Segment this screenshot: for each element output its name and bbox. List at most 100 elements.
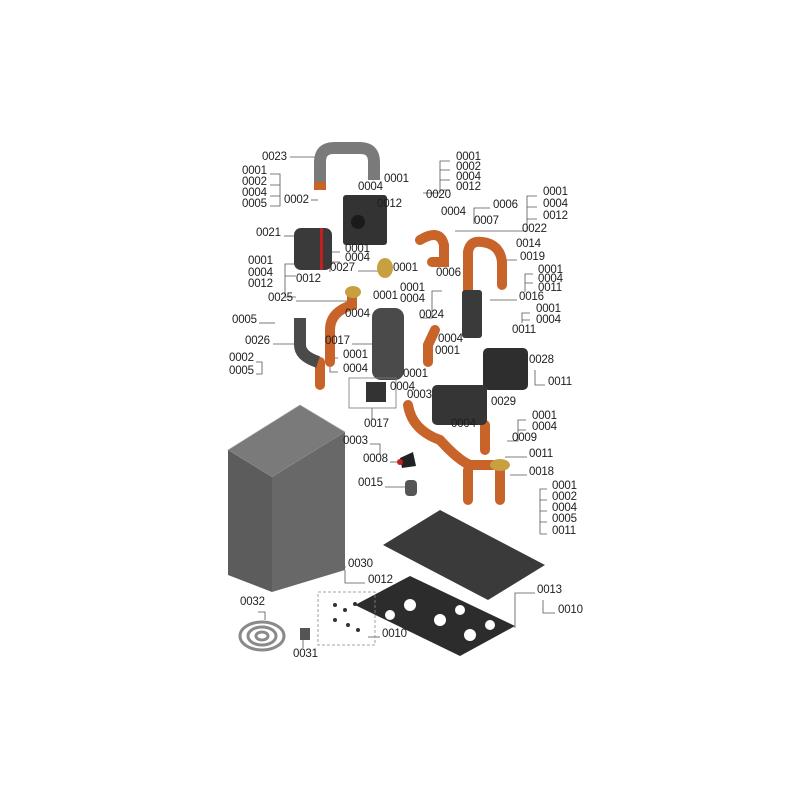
callout-0002[interactable]: 0002 <box>552 491 577 503</box>
callout-0002[interactable]: 0002 <box>284 194 309 206</box>
callout-0001[interactable]: 0001 <box>343 349 368 361</box>
callout-0011[interactable]: 0011 <box>512 324 536 336</box>
callout-0001[interactable]: 0001 <box>532 410 557 422</box>
callout-0001[interactable]: 0001 <box>456 151 481 163</box>
callout-0032[interactable]: 0032 <box>240 596 265 608</box>
callout-0029[interactable]: 0029 <box>491 396 516 408</box>
callout-0004[interactable]: 0004 <box>538 273 563 285</box>
callout-0001[interactable]: 0001 <box>536 303 561 315</box>
callout-0001[interactable]: 0001 <box>435 345 460 357</box>
sensor-box <box>348 377 397 409</box>
callout-0002[interactable]: 0002 <box>456 161 481 173</box>
callout-0022[interactable]: 0022 <box>522 223 547 235</box>
callout-0004[interactable]: 0004 <box>543 198 568 210</box>
callout-0013[interactable]: 0013 <box>537 584 562 596</box>
callout-0001[interactable]: 0001 <box>552 480 577 492</box>
callout-0004[interactable]: 0004 <box>242 187 267 199</box>
gray-u-pipe <box>314 142 380 186</box>
actuator-cover <box>294 228 332 270</box>
callout-0003[interactable]: 0003 <box>407 389 432 401</box>
mounting-plate <box>383 510 545 600</box>
callout-0003[interactable]: 0003 <box>343 435 368 447</box>
callout-0021[interactable]: 0021 <box>256 227 281 239</box>
callout-0006[interactable]: 0006 <box>493 199 518 211</box>
callout-0024[interactable]: 0024 <box>419 309 444 321</box>
callout-0007[interactable]: 0007 <box>474 215 499 227</box>
casing-front <box>272 432 345 592</box>
callout-0012[interactable]: 0012 <box>248 278 273 290</box>
callout-0015[interactable]: 0015 <box>358 477 383 489</box>
callout-0002[interactable]: 0002 <box>242 176 267 188</box>
callout-0009[interactable]: 0009 <box>512 432 537 444</box>
callout-0025[interactable]: 0025 <box>268 292 293 304</box>
callout-0011[interactable]: 0011 <box>552 525 576 537</box>
callout-0001[interactable]: 0001 <box>403 368 428 380</box>
brass-nut <box>345 286 361 298</box>
sensor-part <box>400 452 416 468</box>
callout-0008[interactable]: 0008 <box>363 453 388 465</box>
callout-0001[interactable]: 0001 <box>345 243 370 255</box>
callout-0004[interactable]: 0004 <box>536 314 561 326</box>
callout-0017[interactable]: 0017 <box>325 335 350 347</box>
callout-0004[interactable]: 0004 <box>345 308 370 320</box>
callout-0026[interactable]: 0026 <box>245 335 270 347</box>
callout-0020[interactable]: 0020 <box>426 189 451 201</box>
callout-0002[interactable]: 0002 <box>229 352 254 364</box>
pipe-end <box>314 182 326 190</box>
callout-0004[interactable]: 0004 <box>343 363 368 375</box>
callout-0001[interactable]: 0001 <box>400 282 425 294</box>
callout-0005[interactable]: 0005 <box>229 365 254 377</box>
callout-0004[interactable]: 0004 <box>358 181 383 193</box>
callout-0023[interactable]: 0023 <box>262 151 287 163</box>
callout-0011[interactable]: 0011 <box>538 282 562 294</box>
callout-0004[interactable]: 0004 <box>552 502 577 514</box>
callout-0004[interactable]: 0004 <box>400 293 425 305</box>
callout-0001[interactable]: 0001 <box>393 262 418 274</box>
module-dial <box>351 215 365 229</box>
callout-0004[interactable]: 0004 <box>345 252 370 264</box>
callout-0004[interactable]: 0004 <box>456 171 481 183</box>
callout-0012[interactable]: 0012 <box>368 574 393 586</box>
callout-0027[interactable]: 0027 <box>330 262 355 274</box>
callout-0001[interactable]: 0001 <box>384 173 409 185</box>
copper-pipes <box>315 230 507 505</box>
callout-0012[interactable]: 0012 <box>543 210 568 222</box>
sensor-red-cap <box>397 459 403 465</box>
casing-left <box>228 450 272 592</box>
callout-0004[interactable]: 0004 <box>441 206 466 218</box>
callout-0004[interactable]: 0004 <box>532 421 557 433</box>
callout-0011[interactable]: 0011 <box>529 448 553 460</box>
callout-0030[interactable]: 0030 <box>348 558 373 570</box>
callout-0005[interactable]: 0005 <box>232 314 257 326</box>
callout-0004[interactable]: 0004 <box>390 381 415 393</box>
callout-0017[interactable]: 0017 <box>364 418 389 430</box>
callout-0019[interactable]: 0019 <box>520 251 545 263</box>
callout-0004[interactable]: 0004 <box>438 333 463 345</box>
callout-0005[interactable]: 0005 <box>242 198 267 210</box>
callout-0004[interactable]: 0004 <box>248 267 273 279</box>
callout-0018[interactable]: 0018 <box>529 466 554 478</box>
callout-0005[interactable]: 0005 <box>552 513 577 525</box>
callout-0006[interactable]: 0006 <box>436 267 461 279</box>
callout-0011[interactable]: 0011 <box>548 376 572 388</box>
callout-0001[interactable]: 0001 <box>538 264 563 276</box>
callout-0001[interactable]: 0001 <box>242 165 267 177</box>
callout-0010[interactable]: 0010 <box>558 604 583 616</box>
coil-hose <box>238 620 286 652</box>
callout-0028[interactable]: 0028 <box>529 354 554 366</box>
callout-0016[interactable]: 0016 <box>519 291 544 303</box>
control-module <box>343 195 387 245</box>
callout-0031[interactable]: 0031 <box>293 648 318 660</box>
callout-0004[interactable]: 0004 <box>451 418 476 430</box>
callout-0012[interactable]: 0012 <box>456 181 481 193</box>
screws <box>333 602 360 632</box>
callout-0010[interactable]: 0010 <box>382 628 407 640</box>
callout-0014[interactable]: 0014 <box>516 238 541 250</box>
small-fitting <box>300 628 310 640</box>
callout-0012[interactable]: 0012 <box>296 273 321 285</box>
callout-0012[interactable]: 0012 <box>377 198 402 210</box>
callout-0001[interactable]: 0001 <box>543 186 568 198</box>
callout-0001[interactable]: 0001 <box>373 290 398 302</box>
callout-0001[interactable]: 0001 <box>248 255 273 267</box>
